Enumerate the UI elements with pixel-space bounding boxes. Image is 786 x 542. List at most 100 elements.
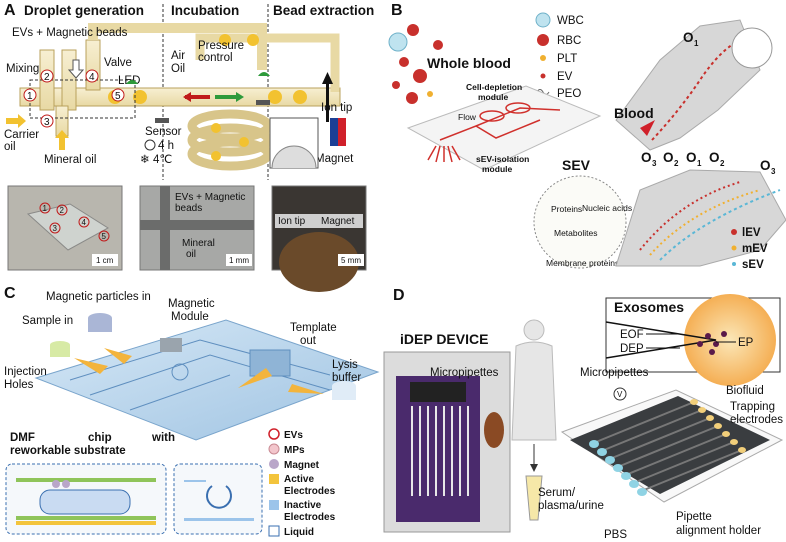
sample-tube [525,475,543,521]
label-ep: EP [738,337,754,349]
label-out: out [300,335,317,347]
panel-a: A Droplet generation Incubation Bead ext… [4,2,374,292]
svg-text:3: 3 [652,159,657,168]
label-cell-depletion: Cell-depletion [466,82,522,92]
label-dmf-3: with [151,432,175,444]
sensor-bar-2 [256,100,270,105]
label-flow: Flow [458,112,477,122]
photo1-numbers: 1 2 3 4 5 [39,202,110,242]
ion-tip [326,82,329,122]
svg-text:PLT: PLT [557,53,577,65]
label-micropipettes-left: Micropipettes [430,367,499,379]
separation-channel [615,169,786,267]
label-temp: 4℃ [153,154,172,166]
svg-text:Active: Active [284,474,314,485]
top-loop-tube [88,23,267,70]
svg-text:5: 5 [102,232,107,241]
label-mixing: Mixing [6,63,39,75]
svg-text:Inactive: Inactive [284,500,322,511]
exosome-particles [697,331,727,355]
label-module-2: module [482,164,512,174]
cell-legend: WBC RBC PLT EV PEO [535,12,584,100]
inactive-electrode-2 [184,518,254,521]
extraction-droplet [279,232,359,292]
label-o1: O [683,30,694,45]
svg-text:O: O [709,150,720,165]
label-nucleic: Nucleic acids [582,203,632,213]
led-icon-2 [258,72,270,76]
sev-vesicle [533,175,627,269]
label-buffer: buffer [332,372,361,384]
svg-text:Electrodes: Electrodes [284,486,336,497]
valve-arrow [67,59,85,79]
label-micropipettes-right: Micropipettes [580,367,649,379]
label-oil: oil [4,141,16,153]
scale-bar-2 [226,254,252,266]
voltage-source [613,387,627,401]
photo2-label-2: beads [175,203,202,214]
svg-text:O: O [686,150,697,165]
top-plate [16,478,156,482]
coin [484,412,504,448]
label-pressure: Pressure [198,40,244,52]
svg-text:sEV: sEV [742,259,764,271]
device-pipettes [411,406,469,496]
panel-d-letter: D [393,287,405,304]
photo3-magnet: Magnet [321,216,355,227]
person-body [511,341,557,441]
label-oil2: Oil [171,63,185,75]
label-trapping-2: electrodes [730,414,783,426]
label-serum-2: plasma/urine [538,500,604,512]
mev-stream [649,189,761,256]
mineral-oil-arrow [55,130,69,150]
arrow-template [238,368,272,388]
scale-3: 5 mm [341,256,361,265]
header-droplet-generation: Droplet generation [24,3,144,18]
incubation-coil [187,109,273,171]
svg-text:EVs: EVs [284,430,303,441]
label-pbs: PBS [604,529,627,541]
label-dmf-1: DMF [10,432,35,444]
scale-2: 1 mm [229,256,249,265]
label-dep: DEP [620,343,644,355]
svg-text:EV: EV [557,71,573,83]
pipette-rows [595,401,743,491]
label-o1-sub: 1 [694,39,699,48]
scale-bar-3 [338,254,364,266]
header-bead-extraction: Bead extraction [273,3,374,18]
label-biofluid: Biofluid [726,385,764,397]
sev-stream [659,189,781,261]
label-membrane: Membrane proteins [546,258,619,268]
size-legend: lEV mEV sEV [731,227,768,271]
label-sample-in: Sample in [22,315,73,327]
svg-text:3: 3 [771,167,776,176]
cross-section-2 [173,463,263,535]
label-v: V [617,390,623,399]
scale-bar-1 [92,254,118,266]
junction-horizontal [140,220,254,230]
label-time: 4 h [158,140,174,152]
snowflake-icon: ❄ [140,154,150,166]
photo3-ion-tip: Ion tip [278,216,306,227]
label-eof: EOF [620,329,644,341]
svg-text:1: 1 [697,159,702,168]
label-sev: SEV [562,157,591,173]
magnet-red [338,118,346,146]
circled-numbers: 1 2 3 4 5 [23,69,125,128]
bottom-plate [16,516,156,520]
ev-zoom [206,485,232,509]
arrow-sample [74,358,108,374]
label-dmf-4: reworkable substrate [10,445,126,457]
top-loop-tube-2 [195,33,340,92]
panel-b: B WBC RBC PLT EV PEO Whole blood [388,2,786,271]
clock-icon [144,139,156,151]
svg-text:PEO: PEO [557,88,581,100]
panel-d: D iDEP DEVICE Micropipettes Serum/ plasm… [383,287,783,541]
svg-text:WBC: WBC [557,15,584,27]
sensor-bar [155,118,169,123]
label-magnetic: Magnetic [168,298,215,310]
svg-text:O: O [641,150,652,165]
sample-vial-body [50,345,70,357]
svg-text:1: 1 [43,204,48,213]
label-magnet: Magnet [315,153,354,165]
